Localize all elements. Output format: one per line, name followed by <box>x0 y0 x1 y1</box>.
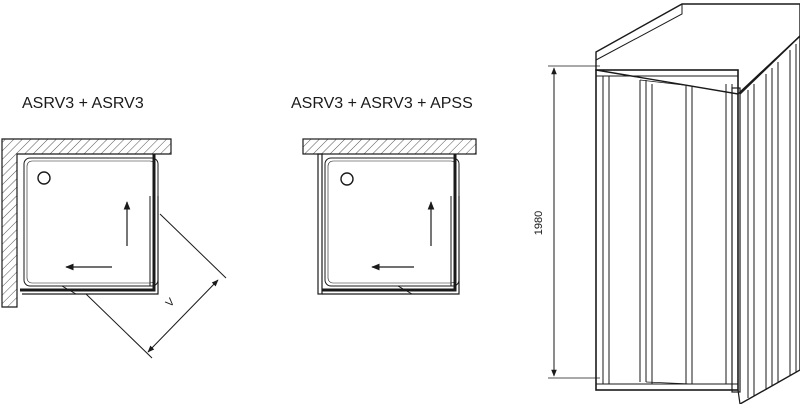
height-dimension-label: 1980 <box>533 211 545 235</box>
left-plan-label: ASRV3 + ASRV3 <box>22 95 144 112</box>
enclosure-top <box>595 3 800 95</box>
middle-drain-icon <box>340 172 354 186</box>
left-drain-icon <box>37 171 51 185</box>
left-plan-view: ASRV3 + ASRV3 V <box>1 95 227 359</box>
front-panel-frame <box>595 69 739 391</box>
middle-door-frame <box>322 154 457 292</box>
side-door-profiles <box>747 44 797 398</box>
middle-plan-label: ASRV3 + ASRV3 + APSS <box>291 95 473 112</box>
side-panel-frame <box>739 35 800 404</box>
middle-plan-view: ASRV3 + ASRV3 + APSS <box>291 95 477 295</box>
left-dimension-line <box>85 293 153 359</box>
front-door-profiles <box>602 76 733 385</box>
middle-wall-hatch <box>302 138 477 155</box>
elevation-view: 1980 <box>533 3 800 404</box>
left-wall-hatch <box>1 138 172 308</box>
left-dimension-label: V <box>164 296 178 310</box>
